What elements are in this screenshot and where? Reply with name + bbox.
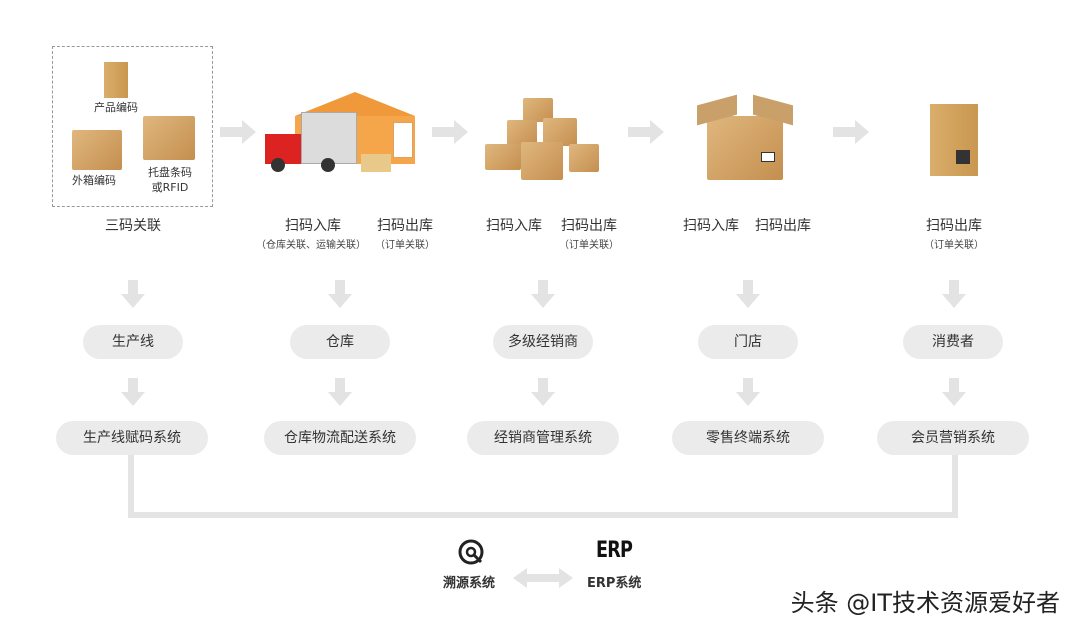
erp-logo: ERP [596, 538, 633, 563]
arrow-down-icon [121, 280, 145, 308]
arrow-right-icon [220, 120, 256, 144]
trace-system-icon [458, 539, 484, 565]
stage3-scan-in: 扫码入库 [486, 218, 542, 234]
arrow-down-icon [328, 280, 352, 308]
product-code-label: 产品编码 [94, 101, 138, 114]
arrow-down-icon [531, 378, 555, 406]
pallet-image [143, 116, 195, 160]
three-code-box [52, 46, 213, 207]
system-retail-terminal: 零售终端系统 [672, 421, 824, 455]
connector-line [128, 450, 134, 518]
connector-line [128, 512, 958, 518]
system-warehouse-logistics: 仓库物流配送系统 [264, 421, 416, 455]
arrow-down-icon [736, 378, 760, 406]
system-production-coding: 生产线赋码系统 [56, 421, 208, 455]
stage3-scan-out: 扫码出库 [561, 218, 617, 234]
arrow-right-icon [833, 120, 869, 144]
stage5-scan-out: 扫码出库 [926, 218, 982, 234]
node-store: 门店 [698, 325, 798, 359]
open-box-image [697, 94, 795, 182]
erp-system-label: ERP系统 [587, 576, 642, 591]
stage2-scan-in: 扫码入库 [285, 218, 341, 234]
arrow-down-icon [736, 280, 760, 308]
trace-system-label: 溯源系统 [443, 576, 496, 591]
stage2-scan-in-note: （仓库关联、运输关联） [256, 240, 366, 251]
stage5-scan-out-note: （订单关联） [924, 240, 984, 251]
stage4-scan-out: 扫码出库 [755, 218, 811, 234]
stage2-scan-out: 扫码出库 [377, 218, 433, 234]
node-distributor: 多级经销商 [493, 325, 593, 359]
arrow-down-icon [531, 280, 555, 308]
arrow-down-icon [328, 378, 352, 406]
arrow-right-icon [432, 120, 468, 144]
arrow-right-icon [628, 120, 664, 144]
connector-line [952, 450, 958, 518]
rfid-label: 或RFID [151, 181, 189, 194]
consumer-bag-image [930, 104, 978, 176]
node-consumer: 消费者 [903, 325, 1003, 359]
arrow-down-icon [942, 280, 966, 308]
carton-code-label: 外箱编码 [72, 174, 116, 187]
system-distributor-management: 经销商管理系统 [467, 421, 619, 455]
carton-image [72, 130, 122, 170]
stage3-scan-out-note: （订单关联） [559, 240, 619, 251]
warehouse-truck-image [265, 92, 415, 178]
watermark: 头条 @IT技术资源爱好者 [790, 589, 1060, 617]
system-member-marketing: 会员营销系统 [877, 421, 1029, 455]
node-production-line: 生产线 [83, 325, 183, 359]
boxes-pile-image [485, 98, 605, 182]
product-bag-image [104, 62, 128, 98]
three-code-title: 三码关联 [105, 218, 161, 234]
arrow-down-icon [121, 378, 145, 406]
stage4-scan-in: 扫码入库 [683, 218, 739, 234]
bidirectional-arrow-icon [513, 568, 573, 588]
node-warehouse: 仓库 [290, 325, 390, 359]
pallet-code-label: 托盘条码 [148, 166, 192, 179]
arrow-down-icon [942, 378, 966, 406]
stage2-scan-out-note: （订单关联） [375, 240, 435, 251]
